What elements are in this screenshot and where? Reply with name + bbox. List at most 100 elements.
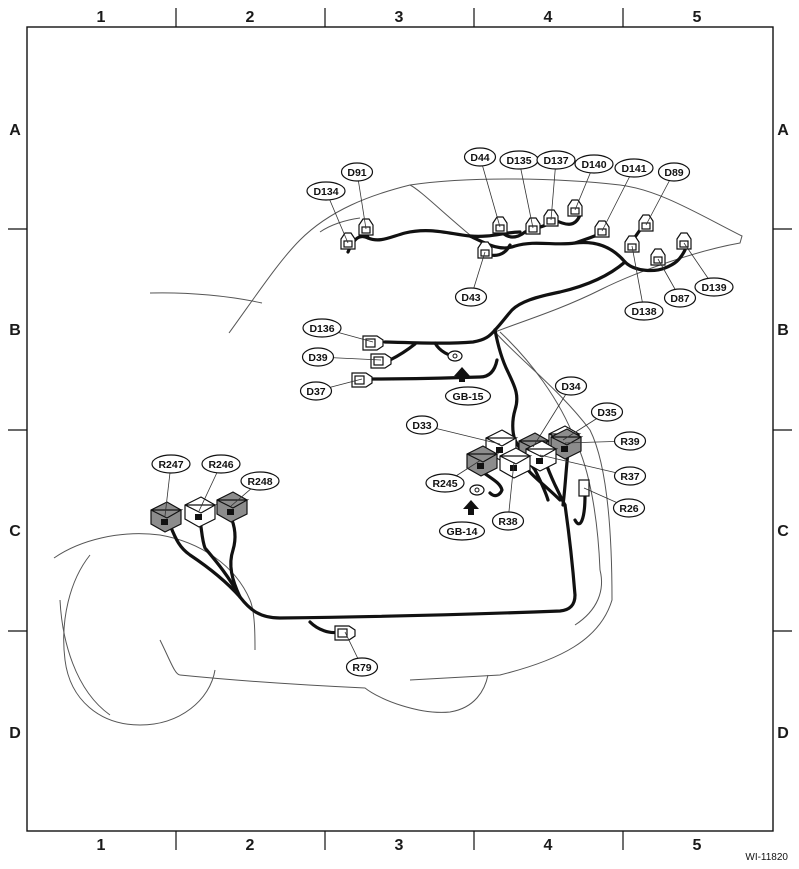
grid-row-label: D — [777, 725, 789, 742]
connector-body — [594, 220, 610, 238]
connector-callout-d37: D37 — [299, 381, 333, 401]
connector-body — [351, 372, 373, 388]
grid-column-label: 4 — [544, 837, 553, 854]
connector-callout-d34: D34 — [554, 376, 588, 396]
connector-d136 — [362, 335, 384, 351]
connector-callout-r26: R26 — [612, 498, 646, 518]
connector-label: D140 — [581, 159, 606, 171]
connector-body — [466, 445, 500, 477]
grid-row-label: C — [9, 523, 21, 540]
connector-body — [340, 232, 356, 250]
connector-label: D37 — [306, 386, 325, 398]
grid-column-label: 5 — [693, 9, 702, 26]
connector-r246 — [184, 496, 218, 528]
grid-column-label: 2 — [246, 837, 255, 854]
connector-label: D135 — [506, 155, 531, 167]
connector-label: R247 — [158, 459, 183, 471]
connector-label: D141 — [621, 163, 646, 175]
connector-callout-d44: D44 — [463, 147, 497, 167]
ground-gb-15 — [447, 350, 470, 382]
connector-callout-r38: R38 — [491, 511, 525, 531]
connector-label: GB-15 — [453, 391, 484, 403]
leader-line — [601, 167, 635, 232]
ground-arrow-icon — [463, 500, 479, 515]
connector-d37 — [351, 372, 373, 388]
connector-label: D34 — [561, 381, 580, 393]
leader-line — [550, 159, 557, 221]
connector-body — [624, 235, 640, 253]
connector-label: D39 — [308, 352, 327, 364]
connector-callout-d135: D135 — [499, 150, 539, 170]
connector-callout-d89: D89 — [657, 162, 691, 182]
grid-row-label: C — [777, 523, 789, 540]
connector-label: D91 — [347, 167, 366, 179]
ground-callout-gb-15: GB-15 — [444, 386, 492, 406]
connector-callout-r39: R39 — [613, 431, 647, 451]
connector-callout-d87: D87 — [663, 288, 697, 308]
document-code: WI-11820 — [745, 852, 788, 863]
ground-arrow-icon — [454, 367, 470, 382]
connector-label: R38 — [498, 516, 517, 528]
grid-row-label: D — [9, 725, 21, 742]
leader-line — [518, 159, 534, 229]
connectors-layer — [150, 199, 692, 641]
connector-label: D138 — [631, 306, 656, 318]
connector-label: R245 — [432, 478, 457, 490]
connector-body — [184, 496, 218, 528]
connector-label: D137 — [543, 155, 568, 167]
grid-row-label: B — [9, 322, 21, 339]
connector-callout-d91: D91 — [340, 162, 374, 182]
grid-row-label: A — [9, 122, 21, 139]
connector-r247 — [150, 501, 184, 533]
vehicle-body-outline — [53, 178, 743, 726]
connector-r79 — [334, 625, 356, 641]
connector-body — [370, 353, 392, 369]
connector-label: R79 — [352, 662, 371, 674]
connector-d89 — [638, 214, 654, 232]
connector-body — [477, 241, 493, 259]
connector-d43 — [477, 241, 493, 259]
leader-line — [479, 156, 501, 228]
connector-d138 — [624, 235, 640, 253]
connector-callout-d39: D39 — [301, 347, 335, 367]
connector-label: D134 — [313, 186, 338, 198]
connector-callout-r248: R248 — [240, 471, 280, 491]
connector-label: D33 — [412, 420, 431, 432]
connector-label: D136 — [309, 323, 334, 335]
grid-column-label: 5 — [693, 837, 702, 854]
connector-r245 — [466, 445, 500, 477]
connector-label: R248 — [247, 476, 272, 488]
connector-body — [216, 491, 250, 523]
connector-label: R37 — [620, 471, 639, 483]
connector-body — [676, 232, 692, 250]
connector-body — [334, 625, 356, 641]
grid-column-label: 1 — [97, 837, 106, 854]
connector-label: R39 — [620, 436, 639, 448]
leader-line — [631, 245, 645, 312]
connector-body — [492, 216, 508, 234]
connector-body — [567, 199, 583, 217]
connector-d139 — [676, 232, 692, 250]
connector-label: D35 — [597, 407, 616, 419]
connector-callout-r245: R245 — [425, 473, 465, 493]
connector-callout-d35: D35 — [590, 402, 624, 422]
grid-row-label: A — [777, 122, 789, 139]
connector-callout-d138: D138 — [624, 301, 664, 321]
connector-label: D89 — [664, 167, 683, 179]
leader-line — [532, 385, 572, 448]
connector-d140 — [567, 199, 583, 217]
grid-column-label: 2 — [246, 9, 255, 26]
connector-body — [638, 214, 654, 232]
connector-d141 — [594, 220, 610, 238]
connector-d44 — [492, 216, 508, 234]
ground-callout-gb-14: GB-14 — [438, 521, 486, 541]
leader-line — [507, 461, 515, 522]
connector-body — [362, 335, 384, 351]
connector-callout-d33: D33 — [405, 415, 439, 435]
connector-label: D44 — [470, 152, 489, 164]
connector-callout-d136: D136 — [302, 318, 342, 338]
connector-callout-d141: D141 — [614, 158, 654, 178]
connector-body — [525, 217, 541, 235]
